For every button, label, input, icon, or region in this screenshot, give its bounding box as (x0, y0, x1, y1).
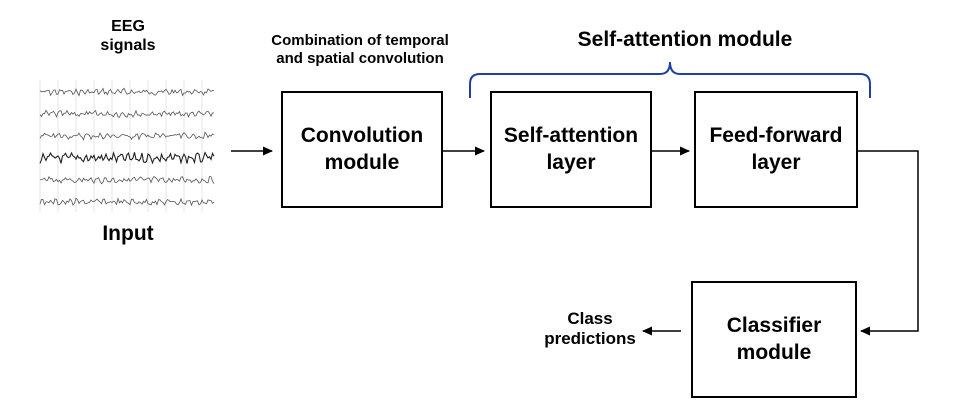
eeg-trace (39, 197, 215, 207)
classifier-module-label: Classifier module (726, 314, 822, 364)
class-predictions-label: Class predictions (544, 309, 636, 349)
input-label: Input (102, 222, 154, 245)
arrow-feed-forward-to-classifier (858, 150, 919, 336)
eeg-trace (39, 175, 215, 185)
convolution-annotation: Combination of temporal and spatial conv… (271, 32, 449, 67)
self-attention-module-title: Self-attention module (577, 28, 793, 51)
eeg-signals-image (39, 80, 215, 212)
eeg-trace (39, 109, 214, 119)
feed-forward-layer-label: Feed-forward layer (709, 124, 843, 174)
classifier-module-box: Classifier module (691, 281, 857, 398)
convolution-module-box: Convolution module (281, 91, 443, 208)
feed-forward-layer-box: Feed-forward layer (694, 91, 858, 208)
eeg-trace (39, 131, 215, 141)
self-attention-brace (469, 61, 871, 98)
eeg-grid (39, 80, 203, 212)
self-attention-layer-box: Self-attention layer (490, 91, 652, 208)
eeg-trace (39, 87, 215, 97)
self-attention-layer-label: Self-attention layer (503, 124, 639, 174)
eeg-signals-title: EEG signals (100, 18, 156, 55)
eeg-trace (39, 150, 215, 165)
convolution-module-label: Convolution module (300, 124, 424, 174)
eeg-traces (39, 87, 215, 207)
